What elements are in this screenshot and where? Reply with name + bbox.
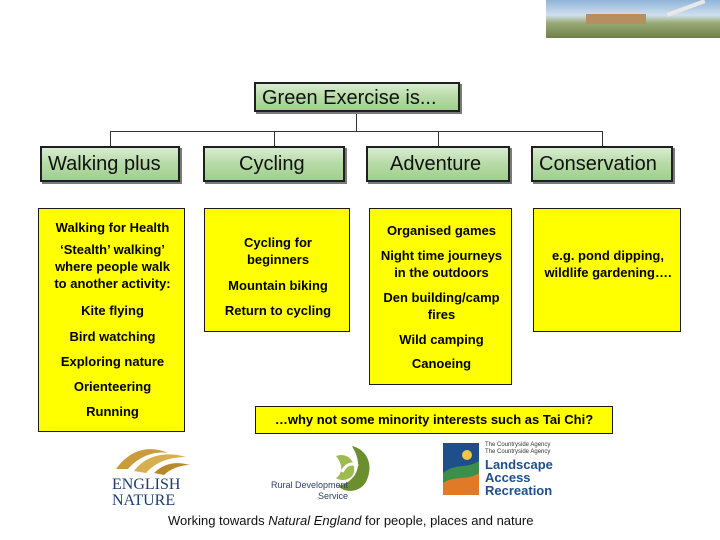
- list-item: Exploring nature: [60, 354, 165, 369]
- photo-detail: [666, 0, 706, 17]
- header-walking-plus: Walking plus: [40, 146, 180, 182]
- list-item: Kite flying: [81, 303, 144, 318]
- rds-text-1: Rural Development: [270, 480, 348, 490]
- connector-line: [274, 131, 275, 146]
- list-item: fires: [427, 307, 456, 322]
- access-text: Access: [485, 470, 531, 485]
- list-item: Night time journeys: [380, 248, 503, 263]
- recreation-text: Recreation: [485, 483, 553, 498]
- footer-tagline: Working towards Natural England for peop…: [168, 513, 533, 528]
- list-item: Orienteering: [73, 379, 152, 394]
- english-nature-logo: ENGLISH NATURE: [110, 445, 192, 509]
- landscape-emblem-icon: [443, 443, 479, 495]
- adventure-activities-box: Organised games Night time journeys in t…: [369, 208, 512, 385]
- note-box: …why not some minority interests such as…: [255, 406, 613, 434]
- landscape-text: Landscape: [485, 457, 553, 472]
- note-text: …why not some minority interests such as…: [274, 412, 594, 427]
- rds-text-2: Service: [317, 491, 348, 501]
- landscape-access-recreation-logo: The Countryside Agency The Countryside A…: [443, 441, 583, 501]
- list-item: Organised games: [386, 223, 497, 238]
- list-item: ‘Stealth’ walking’: [60, 242, 165, 257]
- walking-activities-box: Walking for Health ‘Stealth’ walking’ wh…: [38, 208, 185, 432]
- rural-development-service-logo: Rural Development Service: [250, 440, 380, 506]
- diagram-title: Green Exercise is...: [254, 82, 460, 112]
- photo-building: [586, 14, 646, 24]
- footer-text-italic: Natural England: [268, 513, 362, 528]
- connector-line: [438, 131, 439, 146]
- conservation-activities-box: e.g. pond dipping, wildlife gardening….: [533, 208, 681, 332]
- english-nature-swirl-icon: [116, 449, 190, 475]
- connector-line: [110, 131, 111, 146]
- list-item: Den building/camp: [383, 290, 500, 305]
- header-conservation: Conservation: [531, 146, 673, 182]
- list-item: Walking for Health: [55, 220, 170, 235]
- list-item: Bird watching: [69, 329, 156, 344]
- list-item: where people walk: [55, 259, 170, 274]
- list-item: Canoeing: [411, 356, 472, 371]
- english-nature-text-1: ENGLISH: [112, 476, 181, 493]
- footer-text-pre: Working towards: [168, 513, 269, 528]
- rds-leaf-icon: [336, 446, 370, 491]
- countryside-agency-text-1: The Countryside Agency: [485, 442, 551, 448]
- connector-line: [356, 114, 357, 132]
- list-item: Mountain biking: [228, 278, 328, 293]
- header-cycling: Cycling: [203, 146, 345, 182]
- connector-line: [602, 131, 603, 146]
- list-item: beginners: [246, 252, 310, 267]
- connector-line: [110, 131, 603, 132]
- list-item: wildlife gardening….: [544, 265, 672, 280]
- footer-text-post: for people, places and nature: [361, 513, 534, 528]
- list-item: Wild camping: [399, 332, 484, 347]
- list-item: Return to cycling: [224, 303, 332, 318]
- list-item: Running: [86, 404, 139, 419]
- cycling-activities-box: Cycling for beginners Mountain biking Re…: [204, 208, 350, 332]
- header-photo: [546, 0, 720, 38]
- list-item: to another activity:: [54, 276, 171, 291]
- list-item: Cycling for: [244, 235, 312, 250]
- list-item: in the outdoors: [394, 265, 489, 280]
- english-nature-text-2: NATURE: [112, 492, 176, 509]
- list-item: e.g. pond dipping,: [552, 248, 664, 263]
- countryside-agency-text-2: The Countryside Agency: [485, 449, 551, 455]
- header-adventure: Adventure: [366, 146, 510, 182]
